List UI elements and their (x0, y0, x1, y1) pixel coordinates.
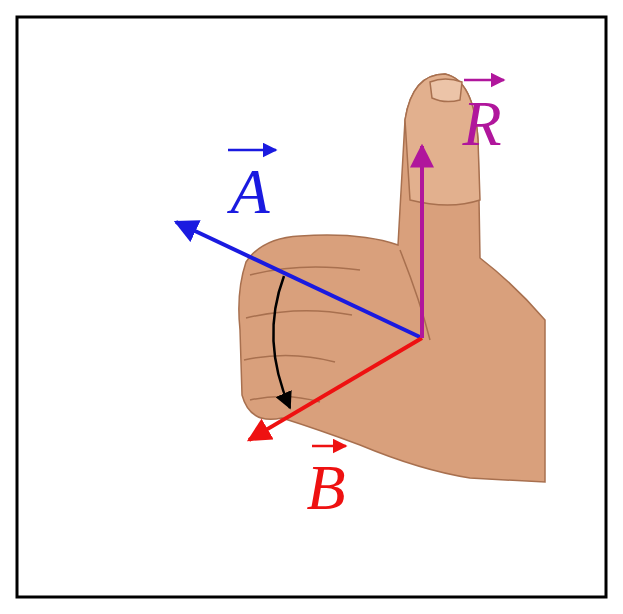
hand-shape (239, 74, 545, 482)
finger-crease (244, 355, 335, 362)
vector-label: A (230, 160, 269, 224)
vector-accent (228, 149, 276, 152)
vector-a (176, 222, 422, 338)
thumbnail (430, 79, 462, 102)
vector-accent (312, 445, 346, 448)
vector-label: B (306, 456, 345, 520)
vector-r (420, 146, 424, 338)
frame (17, 17, 606, 597)
vector-b (249, 338, 422, 440)
hand (239, 74, 545, 482)
vector-label: R (462, 92, 501, 156)
finger-crease (246, 311, 352, 318)
rotation-arrow (273, 276, 290, 408)
finger-crease (250, 267, 360, 275)
vector-accent (464, 79, 504, 82)
palm-crease (400, 250, 430, 340)
